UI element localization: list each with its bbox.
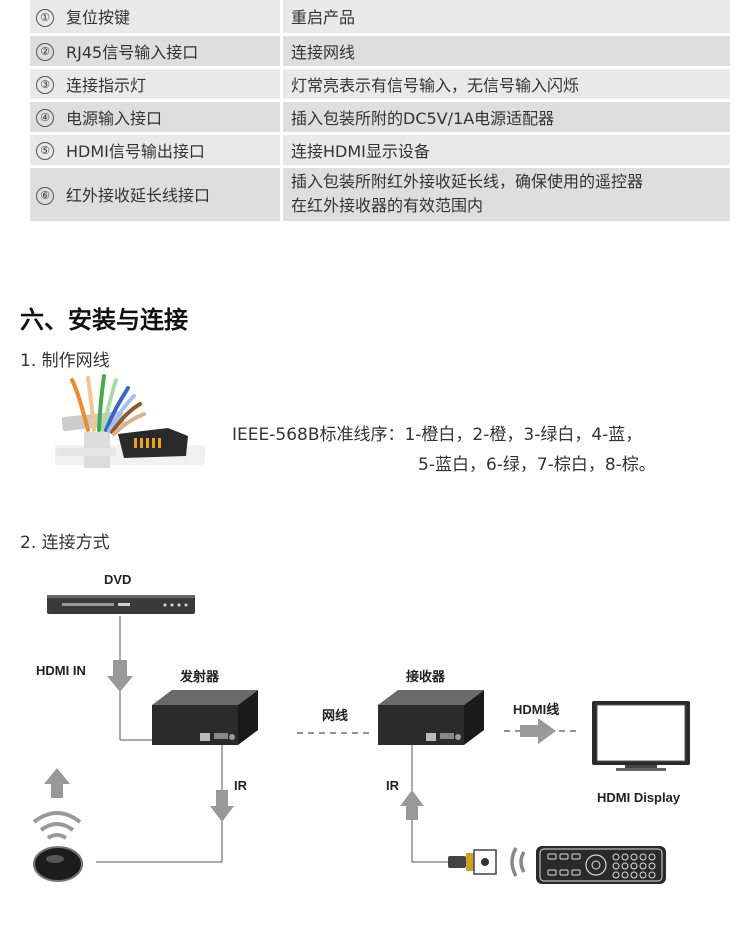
arrow-up-icon: [400, 790, 424, 820]
remote-control-icon: [536, 846, 666, 884]
ir-label-receiver: IR: [386, 778, 399, 793]
arrow-down-icon: [210, 790, 234, 822]
tv-display-icon: [592, 701, 690, 771]
dvd-label: DVD: [104, 572, 131, 587]
network-cable-illustration: [55, 376, 205, 468]
ir-emitter-plug-icon: [448, 850, 496, 874]
network-cable-label: 网线: [322, 705, 348, 724]
arrow-down-icon: [107, 660, 133, 692]
arrow-up-icon: [44, 768, 70, 798]
wire-order-line2: 5-蓝白，6-绿，7-棕白，8-棕。: [418, 450, 656, 475]
receiver-device-icon: [378, 690, 484, 745]
ir-label-transmitter: IR: [234, 778, 247, 793]
ir-receiver-eye-icon: [34, 847, 82, 881]
step-connection-method: 2. 连接方式: [20, 528, 110, 553]
receiver-label: 接收器: [406, 666, 445, 685]
wire-order-line1: IEEE-568B标准线序：1-橙白，2-橙，3-绿白，4-蓝，: [232, 420, 642, 445]
transmitter-label: 发射器: [180, 666, 219, 685]
wireless-signal-icon: [34, 813, 80, 838]
wireless-signal-icon: [512, 848, 524, 876]
arrow-right-icon: [520, 718, 556, 744]
transmitter-device-icon: [152, 690, 258, 745]
dvd-player-icon: [47, 595, 195, 614]
hdmi-cable-label: HDMI线: [513, 699, 559, 718]
hdmi-display-label: HDMI Display: [597, 790, 680, 805]
hdmi-in-label: HDMI IN: [36, 663, 86, 678]
